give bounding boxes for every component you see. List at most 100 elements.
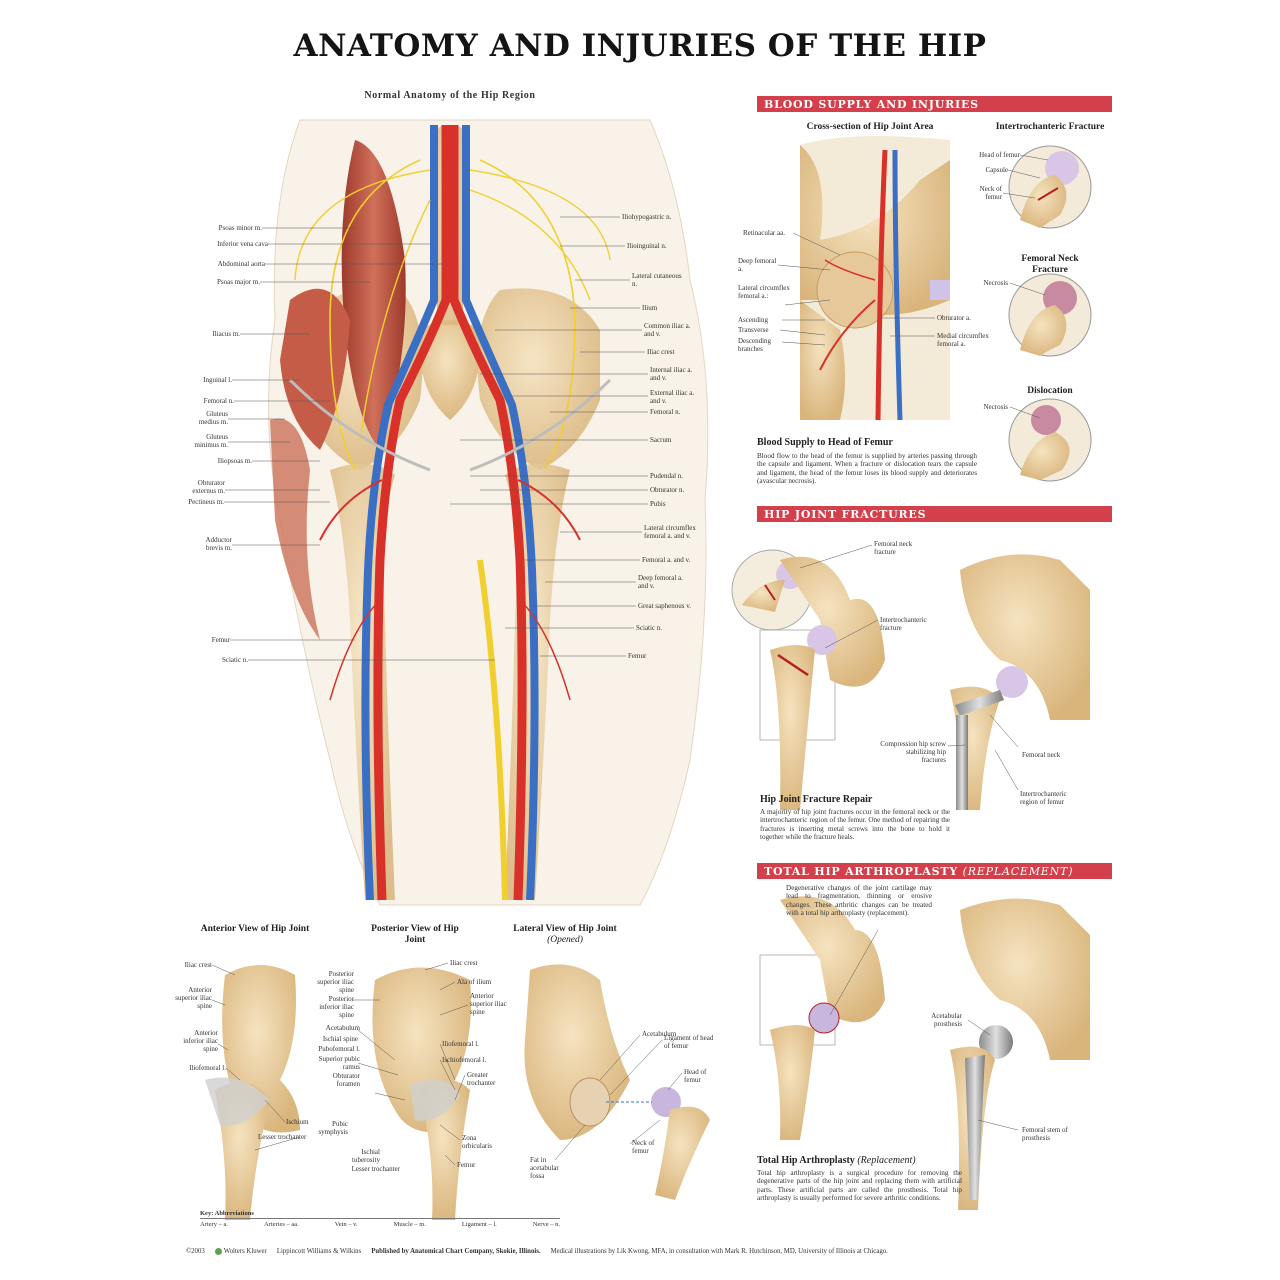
main-figure-leaders: [224, 216, 648, 661]
label-transverse: Transverse: [738, 326, 769, 334]
key-item-ligament: Ligament – l.: [461, 1221, 497, 1228]
inset-femoral-neck: [1008, 273, 1092, 357]
posterior-view-title: Posterior View of Hip Joint: [371, 924, 459, 945]
anterior-view-title: Anterior View of Hip Joint: [200, 924, 310, 934]
label-posterior-superior-spine: Posterior superior iliac spine: [317, 970, 354, 994]
chart-title: ANATOMY AND INJURIES OF THE HIP: [293, 28, 987, 64]
arthroplasty-leaders: [829, 929, 1019, 1131]
label-ischial-tuberosity: Ischial tuberosity: [352, 1148, 380, 1164]
label-sacrum: Sacrum: [650, 436, 672, 444]
label-anterior-iliofemoral: Iliofemoral l.: [189, 1064, 226, 1072]
arthroplasty-heading: Total Hip Arthroplasty (Replacement): [757, 1155, 916, 1166]
label-pubofemoral: Pubofemoral l.: [318, 1045, 360, 1053]
label-anterior-lesser-trochanter: Lesser trochanter: [258, 1133, 307, 1141]
label-iliopsoas: Iliopsoas m.: [217, 457, 252, 465]
label-iliac-crest-main: Iliac crest: [647, 348, 675, 356]
label-deep-femoral-a: Deep femoral a.: [738, 257, 777, 273]
label-inguinal-ligament: Inguinal l.: [203, 376, 232, 384]
label-adductor-brevis: Adductor brevis m.: [205, 536, 232, 552]
label-intertrochanteric-fracture: Intertrochanteric fracture: [880, 616, 927, 632]
label-obturator-nerve: Obturator n.: [650, 486, 685, 494]
fracture-repair-heading: Hip Joint Fracture Repair: [760, 794, 873, 805]
section-header-fractures: HIP JOINT FRACTURES: [757, 506, 1112, 522]
label-lateral-head-femur: Head of femur: [684, 1068, 707, 1084]
lateral-view-title-main: Lateral View of Hip Joint: [513, 924, 617, 934]
arthroplasty-title-main: TOTAL HIP ARTHROPLASTY: [764, 865, 958, 878]
label-compression-screw: Compression hip screw stabilizing hip fr…: [880, 740, 946, 764]
footer-copyright: ©2003: [186, 1248, 205, 1256]
label-femoral-stem: Femoral stem of prosthesis: [1022, 1126, 1068, 1142]
label-anterior-superior-spine: Anterior superior iliac spine: [175, 986, 212, 1010]
footer-brand-logo: Wolters Kluwer: [214, 1248, 267, 1256]
lateral-view-title-italic: (Opened): [547, 935, 583, 945]
label-psoas-major: Psoas major m.: [217, 278, 260, 286]
cross-section-title: Cross-section of Hip Joint Area: [806, 122, 934, 132]
label-ilium: Ilium: [642, 304, 658, 312]
label-deep-femoral: Deep femoral a. and v.: [638, 574, 683, 590]
label-psoas-minor: Psoas minor m.: [218, 224, 262, 232]
footer-brand: Wolters Kluwer: [223, 1248, 267, 1256]
dislocation-title: Dislocation: [1027, 386, 1073, 396]
inset-intertrochanteric: [1008, 145, 1092, 229]
key-item-muscle: Muscle – m.: [393, 1221, 426, 1228]
label-posterior-inferior-spine: Posterior inferior iliac spine: [319, 995, 354, 1019]
key-item-artery: Artery – a.: [200, 1221, 228, 1228]
intertrochanteric-title: Intertrochanteric Fracture: [995, 122, 1105, 132]
label-lateral-circumflex-a: Lateral circumflex femoral a.:: [738, 284, 790, 300]
section-header-arthroplasty: TOTAL HIP ARTHROPLASTY (REPLACEMENT): [757, 863, 1112, 879]
label-necrosis-dislocation: Necrosis: [983, 403, 1009, 411]
key-title: Key: Abbreviations: [200, 1210, 560, 1219]
label-neck-of-femur-inset: Neck of femur: [979, 185, 1002, 201]
label-femoral-neck: Femoral neck: [1022, 751, 1061, 759]
abbreviations-key: Key: Abbreviations Artery – a. Arteries …: [200, 1210, 560, 1228]
posterior-view-figure: [372, 967, 471, 1220]
arthroplasty-text: Total hip arthroplasty is a surgical pro…: [757, 1169, 962, 1203]
label-pudendal: Pudendal n.: [650, 472, 684, 480]
label-zona-orbicularis: Zona orbicularis: [462, 1134, 492, 1150]
label-retinacular: Retinacular aa.: [743, 229, 785, 237]
label-ilioinguinal: Ilioinguinal n.: [627, 242, 667, 250]
label-sciatic-nerve-right: Sciatic n.: [636, 624, 663, 632]
label-femur-right: Femur: [628, 652, 647, 660]
fracture-repair-text: A majority of hip joint fractures occur …: [760, 808, 950, 842]
label-obturator-foramen: Obturator foramen: [332, 1072, 360, 1088]
footer-publisher-brand: Lippincott Williams & Wilkins: [276, 1248, 362, 1256]
label-acetabulum-posterior: Acetabulum: [325, 1024, 360, 1032]
femoral-neck-title: Femoral Neck Fracture: [1021, 254, 1079, 275]
lateral-view-title: Lateral View of Hip Joint (Opened): [510, 924, 620, 946]
label-lateral-neck-femur: Neck of femur: [632, 1139, 655, 1155]
label-femoral-nerve-left: Femoral n.: [203, 397, 234, 405]
arthroplasty-heading-italic: (Replacement): [857, 1155, 916, 1166]
label-posterior-iliac-crest: Iliac crest: [450, 959, 478, 967]
wolters-kluwer-logo-icon: [214, 1248, 222, 1255]
label-common-iliac: Common iliac a. and v.: [644, 322, 691, 338]
label-ischiofemoral: Ischiofemoral l.: [442, 1056, 487, 1064]
label-femur-left: Femur: [211, 636, 230, 644]
label-external-iliac: External iliac a. and v.: [650, 389, 695, 405]
fracture-figure-right: [950, 554, 1090, 810]
fracture-leaders: [799, 544, 1019, 791]
label-capsule: Capsule: [985, 166, 1008, 174]
label-pubic-symphysis: Pubic symphysis: [318, 1120, 348, 1136]
degenerative-changes-text: Degenerative changes of the joint cartil…: [786, 884, 932, 918]
label-lateral-cutaneous: Lateral cutaneous n.: [632, 272, 682, 288]
label-necrosis-neck: Necrosis: [983, 279, 1009, 287]
key-item-arteries: Arteries – aa.: [263, 1221, 299, 1228]
inset-leaders: [1002, 154, 1049, 419]
label-anterior-ischium: Ischium: [286, 1118, 309, 1126]
main-anatomy-figure: [268, 119, 709, 906]
cross-section-figure: [800, 136, 950, 421]
label-lateral-acetabulum: Acetabulum: [642, 1030, 677, 1038]
label-posterior-lesser-trochanter: Lesser trochanter: [351, 1165, 400, 1173]
label-sciatic-nerve-left: Sciatic n.: [221, 656, 248, 664]
label-inferior-vena-cava: Inferior vena cava: [217, 240, 268, 248]
footer-credit: Medical illustrations by Lik Kwong, MFA,…: [550, 1248, 888, 1256]
label-anterior-inferior-spine: Anterior inferior iliac spine: [183, 1029, 218, 1053]
label-posterior-femur: Femur: [457, 1161, 476, 1169]
label-head-of-femur-inset: Head of femur: [979, 151, 1020, 159]
label-pubis: Pubis: [650, 500, 666, 508]
blood-supply-text: Blood flow to the head of the femur is s…: [757, 452, 977, 486]
label-intertrochanteric-region: Intertrochanteric region of femur: [1020, 790, 1067, 806]
label-femoral-neck-fracture: Femoral neck fracture: [874, 540, 913, 556]
